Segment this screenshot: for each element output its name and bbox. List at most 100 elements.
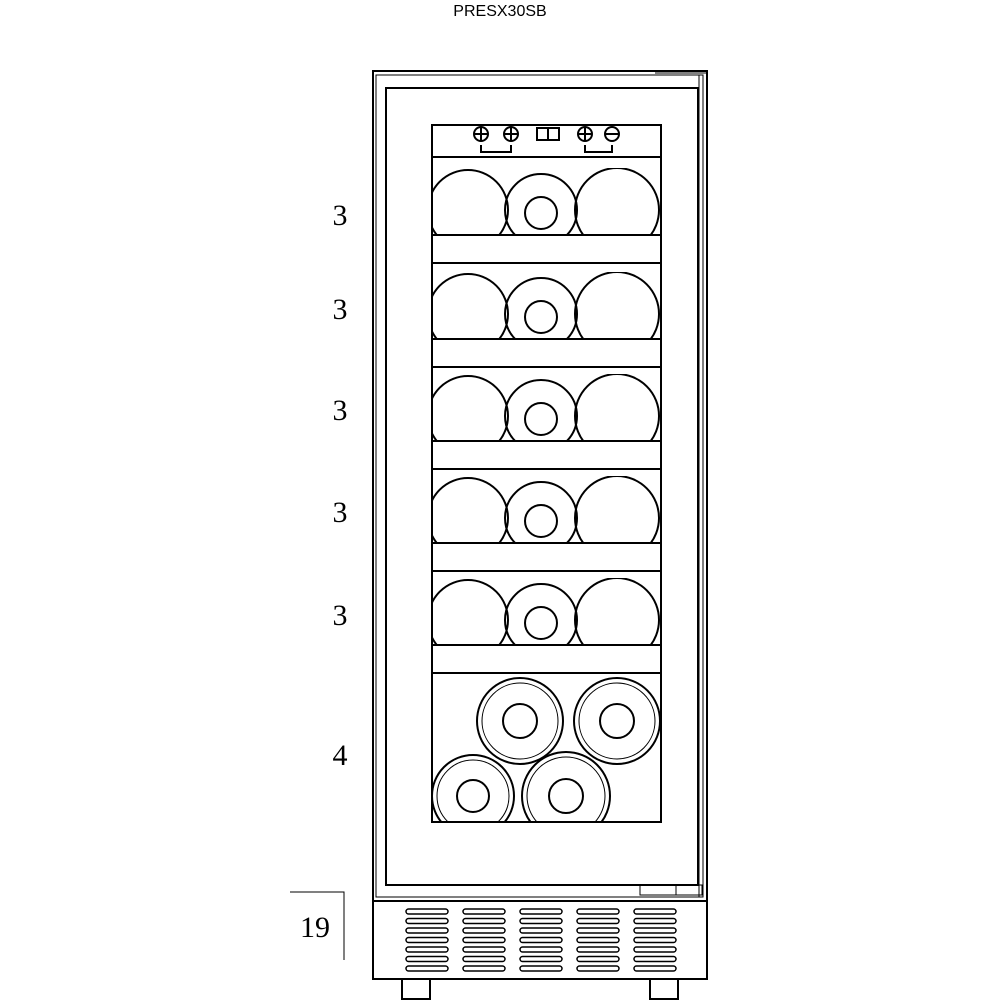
shelf-count-label: 4	[333, 739, 348, 772]
bottle	[504, 481, 578, 543]
shelf-count-label: 3	[333, 599, 348, 632]
bottle	[574, 374, 660, 441]
grille-slot	[462, 965, 506, 972]
grille-slot	[462, 955, 506, 963]
grille-slot	[405, 908, 449, 915]
bottom-section	[432, 677, 661, 822]
grille-slot	[633, 917, 677, 925]
grille-slot	[519, 927, 563, 934]
grille-slot	[519, 946, 563, 953]
glass-window	[431, 124, 662, 823]
shelf	[432, 578, 661, 674]
grille-slot	[462, 917, 506, 925]
shelf-count-label: 3	[333, 199, 348, 232]
grille-slot	[633, 908, 677, 915]
grille-slot	[576, 908, 620, 915]
grille-slot	[462, 946, 506, 953]
base-grille	[372, 900, 708, 980]
light-button-icon[interactable]	[503, 126, 519, 142]
bottle	[504, 379, 578, 441]
cabinet	[290, 70, 708, 1000]
bottle-base-ring	[578, 682, 656, 760]
bottle	[504, 173, 578, 235]
bottle-neck	[524, 606, 558, 640]
right-foot	[649, 978, 679, 1000]
grille-slot	[633, 946, 677, 953]
bottle	[504, 583, 578, 645]
minus-button-icon[interactable]	[604, 126, 620, 142]
bottle	[573, 677, 661, 765]
shelf-count-label: 3	[333, 394, 348, 427]
bottle	[574, 168, 660, 235]
grille-slot	[576, 955, 620, 963]
grille-slot	[633, 965, 677, 972]
shelf	[432, 168, 661, 264]
total-bottles-label: 19	[300, 911, 330, 944]
shelf-count-label: 3	[333, 496, 348, 529]
control-buttons	[473, 126, 620, 153]
grille-slot	[633, 955, 677, 963]
bottle	[432, 273, 509, 339]
bottle	[432, 477, 509, 543]
grille-slot	[405, 936, 449, 944]
model-title: PRESX30SB	[453, 3, 547, 20]
grille-slot	[405, 955, 449, 963]
grille-slot	[519, 936, 563, 944]
bottle-neck	[524, 402, 558, 436]
bottle	[432, 375, 509, 441]
bottle-base-ring	[481, 682, 559, 760]
grille-slot	[405, 965, 449, 972]
bottle-neck	[502, 703, 538, 739]
grille-slot	[576, 946, 620, 953]
grille-slot	[405, 927, 449, 934]
bottle-neck	[524, 300, 558, 334]
grille-slot	[519, 908, 563, 915]
bottle-neck	[548, 778, 584, 814]
shelf-count-label: 3	[333, 293, 348, 326]
shelf-count-labels: 3 3 3 3 3 4	[333, 199, 348, 772]
bottle	[521, 751, 611, 822]
grille-slot	[462, 908, 506, 915]
bottle	[574, 578, 660, 645]
grille-slot	[633, 936, 677, 944]
bottle	[432, 579, 509, 645]
grille-slot	[462, 927, 506, 934]
bottle-base-ring	[436, 759, 510, 822]
bottle-neck	[524, 196, 558, 230]
left-button-bracket	[480, 145, 512, 153]
grille-slot	[576, 927, 620, 934]
bottle	[432, 754, 515, 822]
grille-slot	[576, 936, 620, 944]
bottle-neck	[524, 504, 558, 538]
grille-slot	[576, 917, 620, 925]
grille-slot	[462, 936, 506, 944]
bottle-neck	[456, 779, 490, 813]
grille-slot	[519, 917, 563, 925]
shelf	[432, 272, 661, 368]
grille-slot	[405, 917, 449, 925]
bottle	[432, 169, 509, 235]
grille-slot	[633, 927, 677, 934]
right-button-bracket	[584, 145, 613, 153]
door-handle	[639, 884, 703, 896]
shelf	[432, 374, 661, 470]
bottle-base-ring	[526, 756, 606, 822]
bottle	[476, 677, 564, 765]
dimension-bracket	[290, 891, 345, 960]
grille-slot	[576, 965, 620, 972]
plus-button-icon[interactable]	[577, 126, 593, 142]
shelves	[432, 168, 661, 822]
left-foot	[401, 978, 431, 1000]
bottle	[574, 476, 660, 543]
bottle	[574, 272, 660, 339]
grille-slot	[519, 955, 563, 963]
grille-slots	[405, 908, 677, 972]
door-frame	[385, 87, 699, 886]
bottle	[504, 277, 578, 339]
grille-slot	[405, 946, 449, 953]
bottle-neck	[599, 703, 635, 739]
grille-slot	[519, 965, 563, 972]
power-button-icon[interactable]	[473, 126, 489, 142]
shelf	[432, 476, 661, 572]
